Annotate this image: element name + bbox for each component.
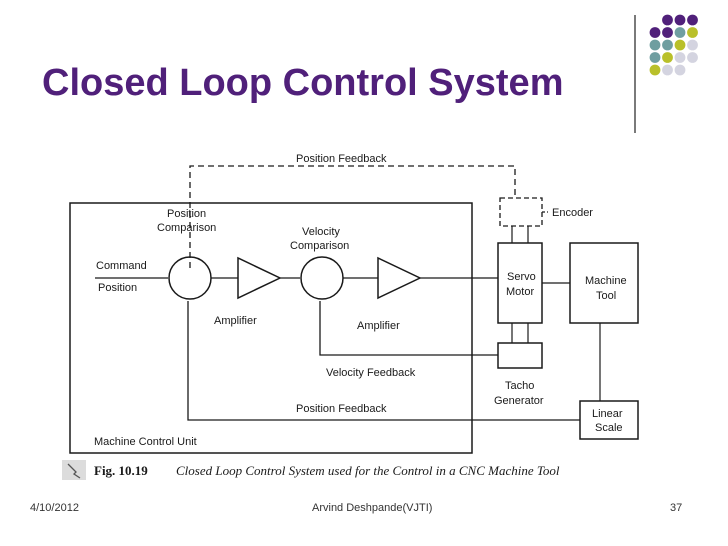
slide-title: Closed Loop Control System: [42, 62, 564, 104]
closed-loop-diagram: Position Feedback Encoder Position Compa…: [62, 153, 639, 480]
linear-scale-label-2: Scale: [595, 422, 623, 434]
decorative-dot: [674, 52, 686, 63]
footer-date: 4/10/2012: [30, 502, 79, 514]
decorative-dot: [662, 52, 673, 63]
servo-motor-box: [497, 242, 543, 324]
position-feedback-bottom-label: Position Feedback: [296, 403, 387, 415]
decorative-dot: [687, 52, 698, 63]
position-comparison-label-1: Position: [167, 208, 206, 220]
tacho-generator-box: [497, 342, 543, 369]
decorative-dot: [649, 52, 661, 63]
footer-author: Arvind Deshpande(VJTI): [312, 502, 433, 514]
position-feedback-top-label: Position Feedback: [296, 153, 387, 165]
velocity-feedback-label: Velocity Feedback: [326, 367, 416, 379]
servo-motor-label-1: Servo: [507, 271, 536, 283]
machine-tool-label-1: Machine: [585, 275, 627, 287]
decorative-dot: [662, 64, 673, 76]
linear-scale-label-1: Linear: [592, 408, 623, 420]
velocity-feedback-line: [319, 301, 498, 356]
footer-page-number: 37: [670, 502, 683, 514]
velocity-comparison-label-1: Velocity: [302, 226, 340, 238]
machine-control-unit-box: [69, 202, 473, 454]
amplifier-1-label: Amplifier: [214, 315, 257, 327]
amplifier-2-label: Amplifier: [357, 320, 400, 332]
decorative-dot: [662, 14, 673, 26]
position-feedback-top-line: [189, 165, 516, 268]
caption-icon: [62, 460, 86, 480]
decorative-dot: [649, 64, 661, 76]
decorative-dot: [662, 39, 673, 51]
decorative-dot: [687, 39, 698, 51]
decorative-dot: [662, 27, 673, 38]
decorative-dot: [674, 39, 686, 51]
tacho-generator-label-1: Tacho: [505, 380, 534, 392]
servo-motor-label-2: Motor: [506, 286, 534, 298]
decorative-dot: [649, 39, 661, 51]
amplifier-1-triangle: [237, 256, 282, 300]
encoder-label: Encoder: [552, 207, 593, 219]
velocity-comparison-junction: [300, 256, 344, 300]
velocity-comparison-label-2: Comparison: [290, 240, 349, 252]
decorative-vertical-line: [634, 15, 636, 133]
decorative-dot: [687, 27, 698, 38]
decorative-dot: [674, 64, 686, 76]
decorative-dot: [649, 27, 661, 38]
encoder-box: [499, 197, 543, 227]
machine-tool-label-2: Tool: [596, 290, 616, 302]
decorative-dot: [674, 14, 686, 26]
position-comparison-label-2: Comparison: [157, 222, 216, 234]
figure-caption: Closed Loop Control System used for the …: [176, 463, 560, 478]
tacho-generator-label-2: Generator: [494, 395, 544, 407]
position-input-label: Position: [98, 282, 137, 294]
machine-control-unit-label: Machine Control Unit: [94, 436, 197, 448]
decorative-dot-grid: [649, 14, 698, 76]
decorative-dot: [674, 27, 686, 38]
decorative-dot: [687, 14, 698, 26]
position-feedback-bottom-line: [187, 301, 580, 421]
command-label: Command: [96, 260, 147, 272]
amplifier-2-triangle: [377, 256, 422, 300]
figure-number: Fig. 10.19: [94, 463, 148, 478]
